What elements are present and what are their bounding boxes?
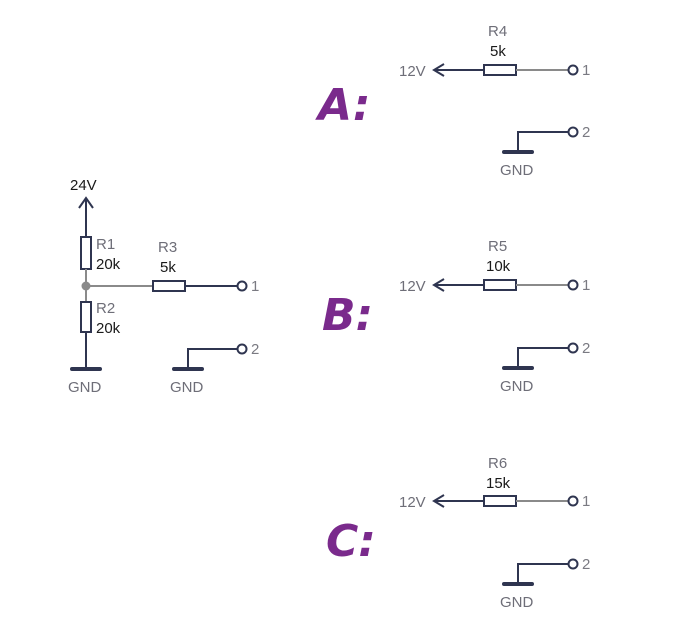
option-b-r-name: R5 [488, 238, 507, 255]
supply-arrow-icon [78, 196, 94, 209]
option-a: A: 12V R4 5k 1 2 GND [315, 23, 590, 179]
pin1-terminal [236, 280, 248, 292]
option-b-r-value: 10k [486, 258, 511, 275]
option-a-pin2-label: 2 [582, 124, 590, 141]
option-b-supply: 12V [399, 278, 426, 295]
option-b-resistor [483, 279, 517, 291]
r3-name: R3 [158, 239, 177, 256]
option-c-r-value: 15k [486, 475, 511, 492]
option-c-pin2-label: 2 [582, 556, 590, 573]
gnd-label-left: GND [68, 379, 102, 396]
option-c-supply: 12V [399, 494, 426, 511]
pin2-wire [187, 348, 238, 368]
option-b-letter: B: [322, 290, 373, 341]
option-c-pin1-terminal [567, 495, 579, 507]
option-a-supply: 12V [399, 63, 426, 80]
option-a-pin2-terminal [567, 126, 579, 138]
r2-value: 20k [96, 320, 121, 337]
option-c-arrow-icon [432, 494, 445, 508]
option-a-r-name: R4 [488, 23, 507, 40]
option-b-pin2-wire [517, 347, 569, 367]
option-a-arrow-icon [432, 63, 445, 77]
resistor-r2 [80, 301, 92, 333]
gnd-label-right: GND [170, 379, 204, 396]
option-b-pin2-label: 2 [582, 340, 590, 357]
option-c-r-name: R6 [488, 455, 507, 472]
supply-label: 24V [70, 177, 97, 194]
r2-name: R2 [96, 300, 115, 317]
option-b-arrow-icon [432, 278, 445, 292]
option-c-gnd-label: GND [500, 594, 534, 611]
pin1-label: 1 [251, 278, 259, 295]
option-c-pin1-label: 1 [582, 493, 590, 510]
option-a-pin1-label: 1 [582, 62, 590, 79]
option-b: B: 12V R5 10k 1 2 GND [322, 238, 590, 395]
r1-value: 20k [96, 256, 121, 273]
resistor-r3 [152, 280, 186, 292]
option-c: C: 12V R6 15k 1 2 GND [326, 455, 590, 611]
option-a-resistor [483, 64, 517, 76]
option-a-letter: A: [315, 80, 370, 131]
option-b-pin1-terminal [567, 279, 579, 291]
option-b-gnd-label: GND [500, 378, 534, 395]
option-a-gnd-label: GND [500, 162, 534, 179]
option-b-pin1-label: 1 [582, 277, 590, 294]
r1-name: R1 [96, 236, 115, 253]
pin2-label: 2 [251, 341, 259, 358]
pin2-terminal [236, 343, 248, 355]
option-c-letter: C: [326, 516, 376, 567]
option-c-resistor [483, 495, 517, 507]
option-b-pin2-terminal [567, 342, 579, 354]
option-c-pin2-terminal [567, 558, 579, 570]
r3-value: 5k [160, 259, 176, 276]
option-a-r-value: 5k [490, 43, 506, 60]
resistor-r1 [80, 236, 92, 270]
original-circuit: 24V R1 20k R2 20k GND R3 5k 1 2 GND [68, 177, 259, 396]
option-a-pin1-terminal [567, 64, 579, 76]
option-c-pin2-wire [517, 563, 569, 583]
option-a-pin2-wire [517, 131, 569, 151]
